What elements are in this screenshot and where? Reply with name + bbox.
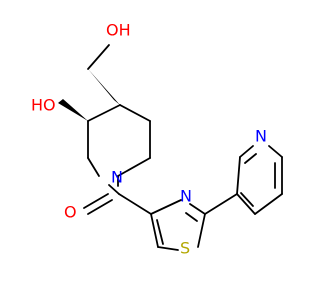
bond-thiazole-c4-n3 xyxy=(150,199,182,215)
bond-c4-c5 xyxy=(119,104,151,122)
bond-thiazole-c4-c5 xyxy=(150,213,159,248)
bond-carbonyl-o-1 xyxy=(83,193,109,209)
ho-label: HO xyxy=(31,96,56,115)
bond-c3-c4 xyxy=(87,104,121,122)
thiazole-n-label: N xyxy=(180,187,192,206)
wedge-bond-c3-oh xyxy=(58,99,88,121)
pyridine-n-label: N xyxy=(255,127,267,146)
bond-pyridine-c4-c3-inner xyxy=(240,192,254,207)
piperidine-n-label: N xyxy=(111,168,123,187)
molecule-structure: OH HO N O N S N xyxy=(31,21,283,258)
bond-thiazole-c2-n3 xyxy=(189,203,206,215)
bond-pyridine-c2-n-inner xyxy=(244,153,257,164)
bond-thiazole-c2-n3-inner xyxy=(185,212,198,222)
bonds xyxy=(58,44,283,251)
bond-pyridine-c3-c2 xyxy=(236,156,241,195)
bond-pyridine-c4-c3 xyxy=(236,193,256,215)
bond-carbonyl-o-2 xyxy=(87,199,113,215)
bond-c6-n1 xyxy=(117,157,151,177)
wedge-bond-c4-ch2 xyxy=(88,69,120,105)
oh-label: OH xyxy=(106,21,131,40)
bond-oh-ch2 xyxy=(87,44,110,70)
bond-thiazole-c5-c5-inner xyxy=(156,219,164,245)
bond-pyridine-n-c6 xyxy=(268,145,283,158)
thiazole-s-label: S xyxy=(180,239,190,258)
bond-n1-carbonyl-main xyxy=(108,184,120,195)
carbonyl-o-label: O xyxy=(64,203,77,222)
bond-thiazole-c5-s xyxy=(157,246,179,251)
bond-n1-c2 xyxy=(87,157,100,177)
bond-carbonyl-thiazole xyxy=(118,193,152,215)
bond-thiazole-s-c2 xyxy=(197,213,206,248)
bond-pyridine-c5-c4 xyxy=(254,193,283,215)
atom-labels: OH HO N O N S N xyxy=(31,21,267,258)
bond-thiazole-pyridine xyxy=(204,193,238,215)
bond-pyridine-c2-n xyxy=(239,145,254,158)
